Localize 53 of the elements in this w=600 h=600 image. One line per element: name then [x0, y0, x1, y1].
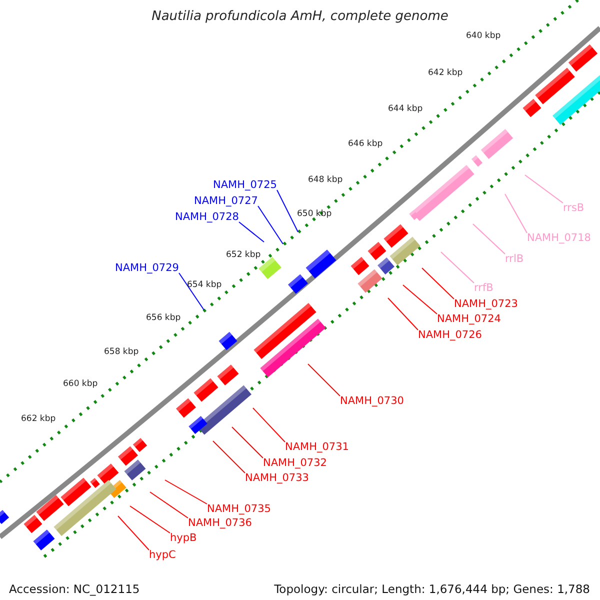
- gene-label: NAMH_0724: [437, 313, 501, 325]
- position-label: 652 kbp: [226, 250, 261, 260]
- leader-line: [308, 364, 340, 396]
- title: Nautilia profundicola AmH, complete genome: [150, 9, 450, 24]
- gene-label: rrfB: [474, 282, 494, 294]
- gene-label: NAMH_0725: [213, 179, 277, 191]
- gene-label: NAMH_0728: [175, 211, 239, 223]
- leader-line: [388, 298, 418, 330]
- gene-label: NAMH_0723: [454, 298, 518, 310]
- accession-text: Accession: NC_012115: [9, 582, 140, 596]
- leader-line: [524, 174, 564, 204]
- gene-label: NAMH_0730: [340, 395, 404, 407]
- leader-line: [504, 194, 528, 234]
- gene-label: NAMH_0736: [188, 517, 252, 529]
- position-label: 654 kbp: [187, 280, 222, 290]
- position-label: 658 kbp: [104, 347, 139, 357]
- position-label: 646 kbp: [348, 139, 383, 149]
- leader-line: [150, 492, 188, 518]
- leader-line: [118, 516, 150, 550]
- leader-line: [238, 222, 264, 242]
- gene-label: hypB: [170, 532, 197, 544]
- leader-line: [258, 206, 284, 244]
- gene-label: NAMH_0718: [527, 232, 591, 244]
- leader-line: [212, 440, 246, 474]
- gene-label: NAMH_0732: [263, 457, 327, 469]
- gene-label: hypC: [149, 549, 176, 561]
- leader-line: [402, 284, 438, 314]
- position-label: 656 kbp: [146, 313, 181, 323]
- leader-line: [164, 480, 208, 504]
- gene-label: rrsB: [563, 202, 584, 214]
- gene-label: NAMH_0726: [418, 329, 482, 341]
- leader-line: [232, 426, 264, 458]
- position-label: 660 kbp: [63, 379, 98, 389]
- position-label: 640 kbp: [466, 31, 501, 41]
- gene-label: NAMH_0729: [115, 262, 179, 274]
- leader-line: [178, 272, 204, 310]
- leader-line: [472, 224, 506, 254]
- leader-line: [276, 190, 298, 232]
- leader-line: [130, 506, 170, 534]
- gene-label: NAMH_0735: [207, 503, 271, 515]
- position-label: 644 kbp: [388, 104, 423, 114]
- gene-label: rrlB: [505, 253, 524, 265]
- leader-line: [422, 268, 454, 300]
- leader-line: [440, 252, 474, 284]
- leader-line: [252, 408, 286, 442]
- genome-info-text: Topology: circular; Length: 1,676,444 bp; Genes: 1,788: [274, 582, 590, 596]
- position-label: 662 kbp: [21, 414, 56, 424]
- position-label: 642 kbp: [428, 68, 463, 78]
- gene-label: NAMH_0733: [245, 472, 309, 484]
- position-label: 648 kbp: [308, 175, 343, 185]
- position-label: 650 kbp: [297, 209, 332, 219]
- gene-label: NAMH_0731: [285, 441, 349, 453]
- gene-label: NAMH_0727: [194, 195, 258, 207]
